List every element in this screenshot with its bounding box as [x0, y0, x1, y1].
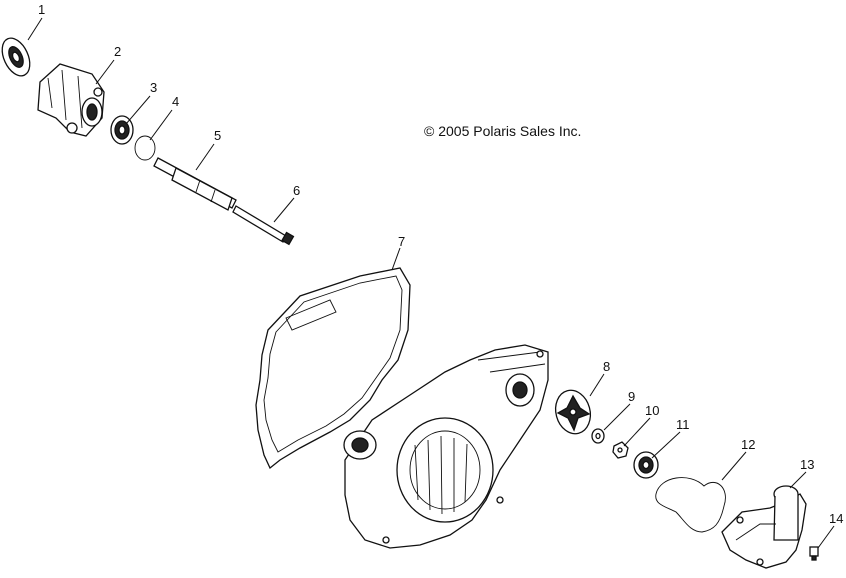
callout-12: 12 [741, 437, 755, 452]
part-1-rotor [1, 37, 31, 77]
leader-lines [27, 17, 835, 549]
crankcase-cover [343, 344, 549, 549]
part-2-pump-housing [37, 63, 105, 137]
callout-1: 1 [38, 2, 45, 17]
part-8-impeller [554, 389, 592, 435]
callout-9: 9 [628, 389, 635, 404]
callout-2: 2 [114, 44, 121, 59]
callout-7: 7 [398, 234, 405, 249]
part-11-seal [633, 451, 659, 479]
part-7-gasket [255, 267, 411, 470]
part-6-rod [232, 205, 295, 246]
callout-11: 11 [676, 417, 690, 432]
part-14-bolt [809, 546, 819, 561]
part-12-o-ring [655, 477, 726, 533]
callout-14: 14 [829, 511, 843, 526]
callout-8: 8 [603, 359, 610, 374]
callout-10: 10 [645, 403, 659, 418]
part-4-snap-ring [134, 135, 156, 161]
part-13-pump-cover [721, 485, 807, 569]
callout-6: 6 [293, 183, 300, 198]
copyright-notice: © 2005 Polaris Sales Inc. [424, 123, 582, 139]
callout-3: 3 [150, 80, 157, 95]
callout-4: 4 [172, 94, 179, 109]
callouts: 1 2 3 4 5 6 7 8 9 10 11 12 13 14 [38, 2, 843, 526]
callout-5: 5 [214, 128, 221, 143]
callout-13: 13 [800, 457, 814, 472]
part-5-shaft [153, 157, 237, 211]
part-9-washer [591, 428, 605, 444]
